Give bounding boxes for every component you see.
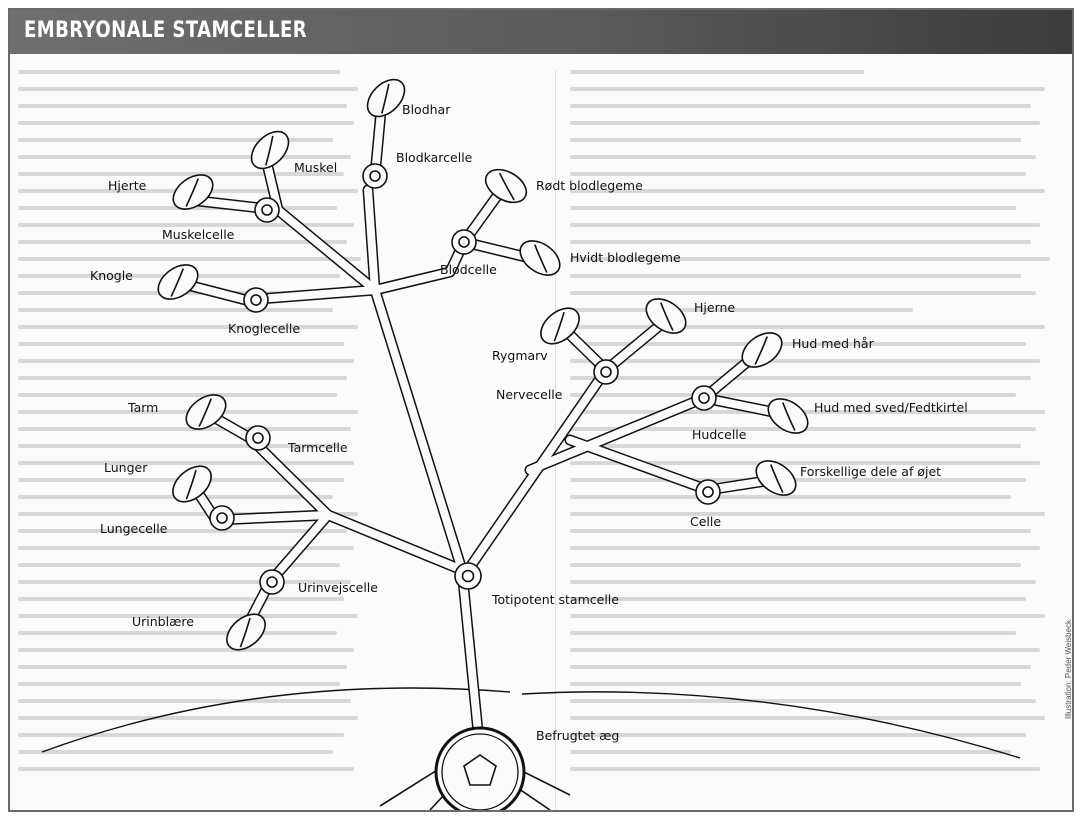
label-tarm: Tarm — [127, 400, 158, 415]
cells — [209, 163, 721, 595]
label-tarmcelle: Tarmcelle — [287, 440, 348, 455]
leaf-blodhar — [366, 78, 406, 118]
leaf-muskel — [250, 130, 290, 170]
cell-celle — [695, 479, 721, 505]
label-rodt-blodlegeme: Rødt blodlegeme — [536, 178, 643, 193]
cell-muskelcelle — [254, 197, 280, 223]
header-bar: EMBRYONALE STAMCELLER — [10, 10, 1072, 54]
cell-blodcelle — [451, 229, 477, 255]
label-muskel: Muskel — [294, 160, 337, 175]
label-blodkarcelle: Blodkarcelle — [396, 150, 473, 165]
leaf-hud-med-sved — [767, 398, 809, 434]
label-dele-af-ojet: Forskellige dele af øjet — [800, 464, 941, 479]
label-hud-med-sved: Hud med sved/Fedtkirtel — [814, 400, 968, 415]
label-blodcelle: Blodcelle — [440, 262, 497, 277]
cell-urinvejscelle — [259, 569, 285, 595]
leaf-tarm — [185, 394, 227, 430]
figure-frame: EMBRYONALE STAMCELLER — [8, 8, 1074, 812]
leaf-hud-med-har — [741, 332, 783, 368]
label-lungecelle: Lungecelle — [100, 521, 168, 536]
label-urinvejscelle: Urinvejscelle — [298, 580, 378, 595]
leaf-hjerne — [645, 298, 687, 334]
label-knogle: Knogle — [90, 268, 133, 283]
label-totipotent: Totipotent stamcelle — [491, 592, 619, 607]
fertilized-egg — [434, 726, 526, 810]
leaf-dele-af-ojet — [755, 460, 797, 496]
label-nervecelle: Nervecelle — [496, 387, 563, 402]
labels: Blodhar Blodkarcelle Muskel Hjerte Muske… — [90, 102, 968, 743]
label-urinblaere: Urinblære — [132, 614, 194, 629]
label-befrugtet-aeg: Befrugtet æg — [536, 728, 619, 743]
label-blodhar: Blodhar — [402, 102, 451, 117]
cell-totipotent — [454, 562, 482, 590]
cell-blodkarcelle — [362, 163, 388, 189]
leaf-rygmarv — [540, 307, 580, 345]
leaf-hvidt-blodlegeme — [519, 240, 561, 276]
leaves — [157, 78, 809, 651]
cell-hudcelle — [691, 385, 717, 411]
label-knoglecelle: Knoglecelle — [228, 321, 300, 336]
header-title: EMBRYONALE STAMCELLER — [24, 18, 308, 43]
label-rygmarv: Rygmarv — [492, 348, 548, 363]
leaf-hjerte — [172, 174, 214, 210]
label-hjerne: Hjerne — [694, 300, 735, 315]
cell-tarmcelle — [245, 425, 271, 451]
leaf-urinblaere — [226, 613, 266, 651]
label-hjerte: Hjerte — [108, 178, 147, 193]
cell-knoglecelle — [243, 287, 269, 313]
background-text-right — [570, 70, 1060, 800]
label-celle: Celle — [690, 514, 721, 529]
stem-cell-tree-diagram: Blodhar Blodkarcelle Muskel Hjerte Muske… — [41, 78, 1021, 810]
label-hudcelle: Hudcelle — [692, 427, 747, 442]
leaf-lunger — [172, 465, 212, 503]
illustration-credit: Illustration: Peder Weisbeck — [1064, 620, 1073, 720]
label-muskelcelle: Muskelcelle — [162, 227, 235, 242]
label-lunger: Lunger — [104, 460, 148, 475]
ground-lines — [41, 687, 1021, 759]
cell-lungecelle — [209, 505, 235, 531]
label-hvidt-blodlegeme: Hvidt blodlegeme — [570, 250, 681, 265]
cell-nervecelle — [593, 359, 619, 385]
leaf-rodt-blodlegeme — [484, 168, 528, 204]
label-hud-med-har: Hud med hår — [792, 336, 875, 351]
leaf-knogle — [157, 264, 199, 300]
